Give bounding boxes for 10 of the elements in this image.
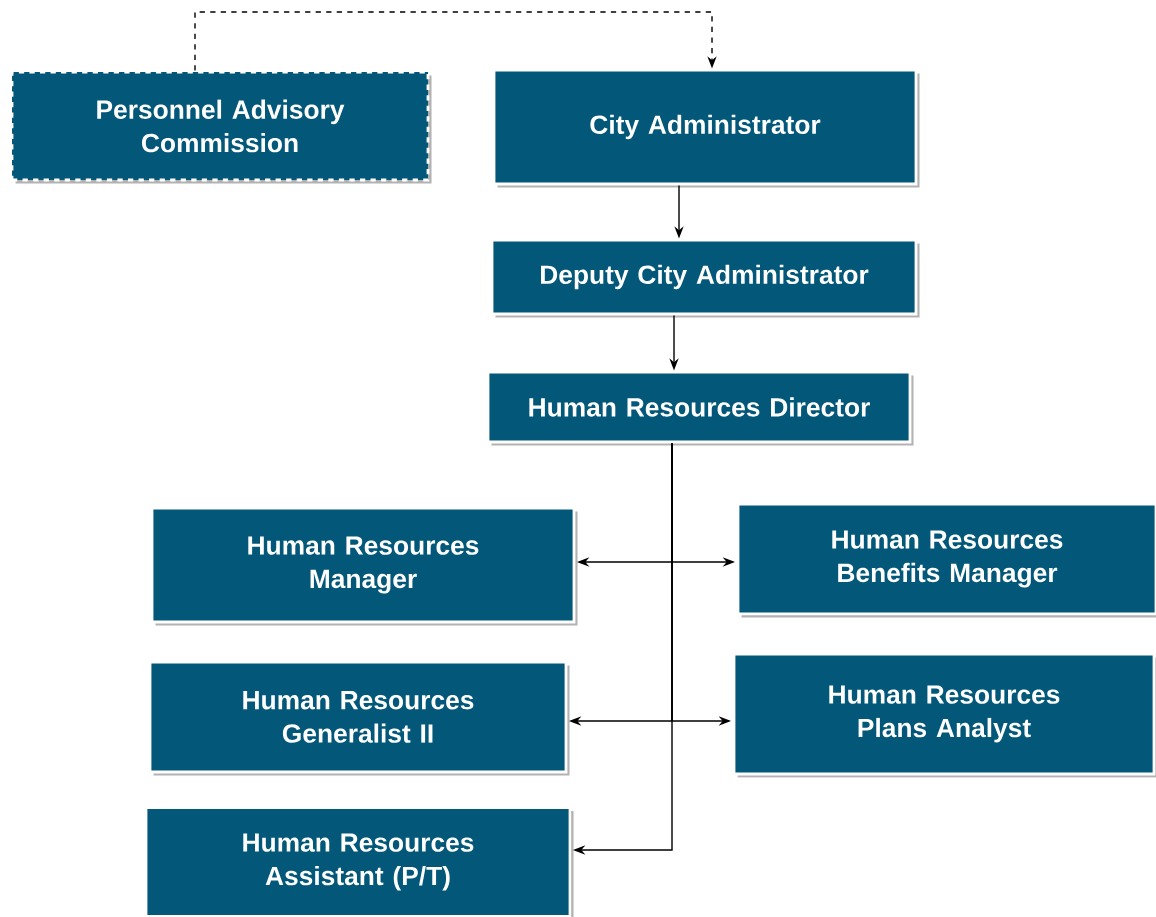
arrow (194, 11, 717, 72)
org-box: Human Resources Generalist II (148, 660, 570, 776)
org-box: Human Resources Director (486, 370, 914, 446)
org-box: Human Resources Plans Analyst (732, 652, 1156, 778)
org-box: Human Resources Benefits Manager (736, 502, 1156, 618)
org-box: Human Resources Assistant (P/T) (144, 806, 574, 917)
org-box: Personnel Advisory Commission (10, 70, 432, 184)
org-box: City Administrator (492, 68, 920, 188)
org-box: Deputy City Administrator (490, 238, 920, 318)
org-box: Human Resources Manager (150, 506, 578, 626)
